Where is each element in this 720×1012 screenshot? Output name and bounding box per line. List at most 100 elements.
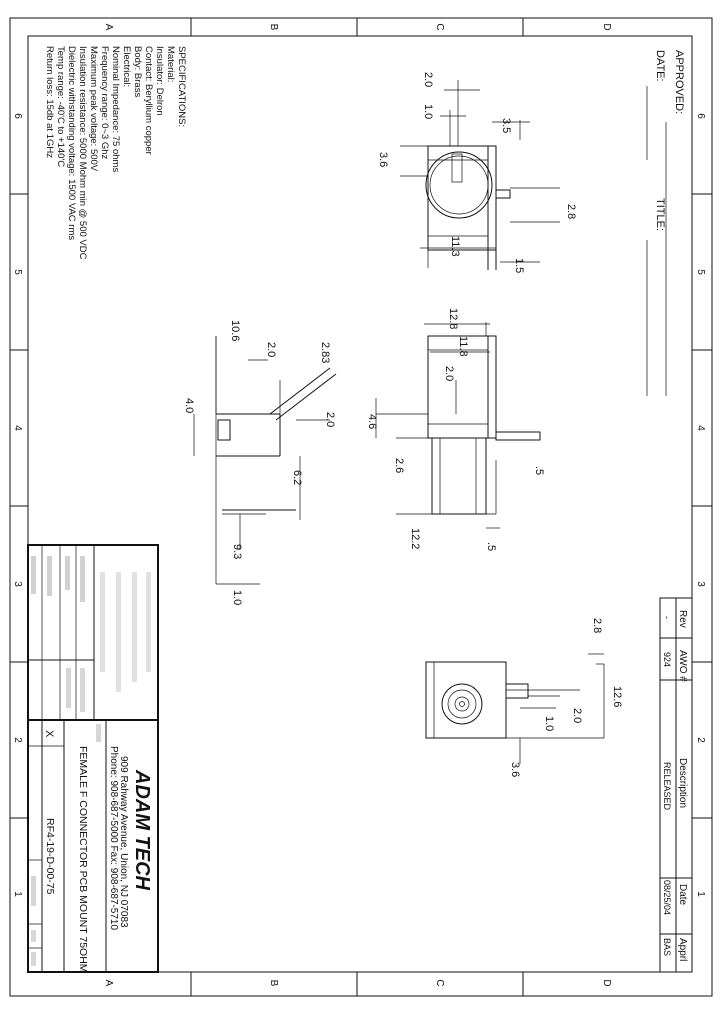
dimension-label: 2.0 [571, 708, 583, 723]
spec-line: Body: Brass [132, 46, 143, 97]
awo-value: 924 [662, 652, 672, 667]
spec-line: Dielectric withstanding voltage: 1500 VA… [66, 46, 77, 240]
company-phone: Phone: 908-687-5000 Fax: 908-687-5710 [108, 746, 119, 930]
dimension-label: 2.0 [443, 366, 455, 381]
dimension-label: 2.8 [591, 618, 603, 633]
spec-line: Electrical: [121, 46, 132, 87]
zone-numbers-right: 6 5 4 3 2 1 [695, 113, 706, 897]
dimension-label: 11.8 [457, 336, 469, 357]
dimension-label: 2.83 [319, 342, 331, 363]
zone-letter: D [601, 23, 612, 30]
spec-line: Material: [165, 46, 176, 82]
dimension-label: 12.6 [611, 686, 623, 707]
dimension-label: .5 [533, 466, 545, 475]
footprint-dimensions: 10.6 2.0 2.83 2.0 4.0 6.2 9.3 1.0 [183, 320, 336, 605]
spec-line: Insulation resistance: 5000 Mohm min @ 5… [77, 46, 88, 260]
zone-number: 4 [12, 425, 23, 431]
dimension-label: 2.6 [393, 458, 405, 473]
inner-border [27, 35, 693, 973]
date-header: Date [677, 884, 688, 906]
dimension-label: 12.8 [447, 308, 459, 329]
zone-number: 2 [695, 737, 706, 743]
revision-table [659, 597, 693, 973]
zone-number: 1 [695, 891, 706, 897]
dimension-label: 9.3 [231, 544, 243, 559]
zone-letter: A [103, 980, 114, 987]
zone-number: 5 [12, 269, 23, 275]
dimension-label: 1.0 [422, 104, 434, 119]
dimension-label: 4.0 [183, 398, 195, 413]
rev-value: - [662, 616, 672, 619]
part-number: RF4-19-D-00-75 [44, 818, 56, 895]
dimension-label: 12.2 [409, 528, 421, 549]
dimension-label: 2.0 [265, 342, 277, 357]
outer-border [9, 17, 713, 997]
zone-number: 1 [12, 891, 23, 897]
dimension-label: 2.0 [324, 412, 336, 427]
pcb-footprint-drawing [193, 336, 337, 585]
spec-line: Insulator: Delron [154, 46, 165, 116]
dimension-label: 2.8 [565, 204, 577, 219]
specifications: SPECIFICATIONS: Material: Insulator: Del… [44, 46, 187, 260]
drawing-title: FEMALE F CONNECTOR PCB MOUNT 75OHM [77, 746, 89, 973]
side-view-drawing [375, 322, 541, 529]
zone-number: 5 [695, 269, 706, 275]
spec-line: Maximum peak voltage: 500V [88, 46, 99, 172]
dimension-label: 3.6 [377, 152, 389, 167]
zone-number: 6 [12, 113, 23, 119]
dimension-label: 3.5 [500, 118, 512, 133]
zone-letter: D [601, 979, 612, 986]
zone-letter: B [268, 980, 279, 987]
zone-number: 3 [695, 581, 706, 587]
date-label: DATE: [654, 50, 666, 82]
description-value: RELEASED [662, 762, 672, 811]
dimension-label: 3.6 [509, 762, 521, 777]
side-view-dimensions: 12.8 11.8 2.0 4.6 2.6 .5 12.2 .5 [366, 308, 545, 551]
zone-letter: A [103, 24, 114, 31]
size-mark: X [43, 730, 55, 738]
approval-value: BAS [662, 938, 672, 956]
zone-numbers-left: 6 5 4 3 2 1 [12, 113, 23, 897]
awo-header: AWO # [677, 650, 688, 682]
title-label: TITLE: [654, 198, 666, 231]
zone-ticks-vertical [10, 193, 712, 819]
spec-line: Nominal Impedance: 75 ohms [110, 46, 121, 172]
dimension-label: 1.0 [543, 716, 555, 731]
dimension-label: 1.0 [231, 590, 243, 605]
approval-header: Apprl [677, 938, 688, 961]
dimension-label: 2.0 [422, 72, 434, 87]
dimension-label: 1.5 [513, 258, 525, 273]
zone-ticks-horizontal [190, 18, 524, 996]
date-value: 08/25/04 [662, 880, 672, 915]
front-view-dimensions: 2.8 12.6 2.0 1.0 3.6 [509, 618, 623, 777]
approval-block: APPROVED: DATE: TITLE: [646, 50, 685, 396]
zone-letter: B [268, 24, 279, 31]
title-block [27, 544, 159, 973]
company-address: 909 Rahway Avenue, Union, NJ 07083 [118, 756, 129, 928]
front-view-drawing [425, 653, 605, 764]
zone-letters-bottom: A B C D [103, 979, 612, 986]
title-block-text: ADAM TECH 909 Rahway Avenue, Union, NJ 0… [43, 730, 153, 973]
zone-letters-top: A B C D [103, 23, 612, 30]
spec-line: Temp range: -40'C to +140'C [55, 46, 66, 167]
spec-line: Frequency range: 0~3 Ghz [99, 46, 110, 160]
spec-line: Return loss: 15db at 1GHz [44, 46, 55, 158]
spec-line: Contact: Beryllium copper [143, 46, 154, 155]
zone-letter: C [434, 979, 445, 986]
zone-number: 4 [695, 425, 706, 431]
dimension-label: 4.6 [366, 414, 378, 429]
revision-table-text: Rev AWO # Description Date Apprl - 924 R… [662, 610, 688, 961]
zone-number: 2 [12, 737, 23, 743]
zone-number: 6 [695, 113, 706, 119]
rev-header: Rev [677, 610, 688, 628]
dimension-label: .5 [485, 542, 497, 551]
specifications-heading: SPECIFICATIONS: [176, 46, 187, 127]
zone-letter: C [434, 23, 445, 30]
zone-number: 3 [12, 581, 23, 587]
top-view-drawing [400, 80, 560, 270]
dimension-label: 11.3 [449, 236, 461, 257]
dimension-label: 10.6 [229, 320, 241, 341]
top-view-dimensions: 2.0 1.0 3.5 3.6 2.8 11.3 1.5 [377, 72, 577, 273]
approved-label: APPROVED: [673, 50, 685, 114]
company-name: ADAM TECH [131, 769, 153, 891]
